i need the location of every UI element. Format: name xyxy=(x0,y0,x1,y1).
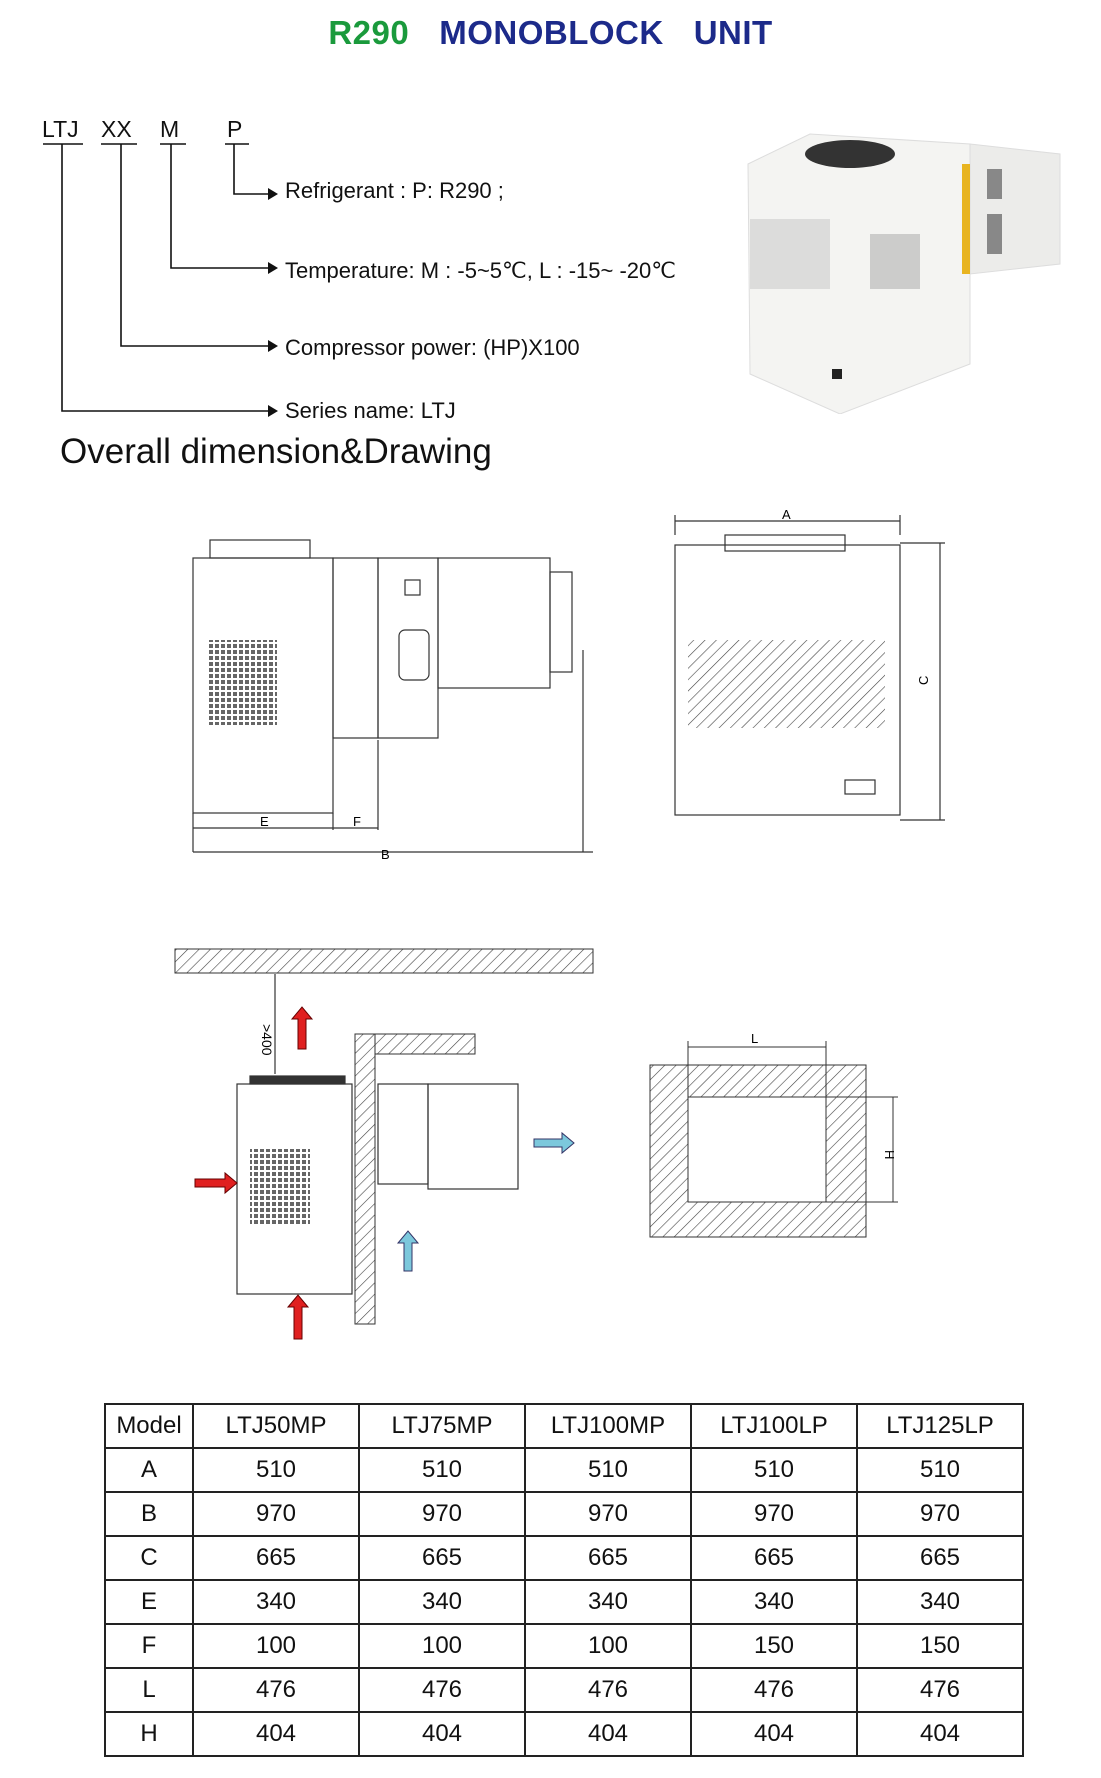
table-cell: 100 xyxy=(358,1623,526,1669)
page-title: R290 MONOBLOCK UNIT xyxy=(0,14,1101,52)
table-cell: 476 xyxy=(192,1667,360,1713)
table-cell: A xyxy=(104,1447,194,1493)
dim-label-c: C xyxy=(916,676,931,685)
table-cell: 404 xyxy=(192,1711,360,1757)
section-title: Overall dimension&Drawing xyxy=(60,432,492,471)
code-part-refrigerant: P xyxy=(227,116,243,142)
table-header-cell: LTJ100MP xyxy=(524,1403,692,1449)
table-cell: 340 xyxy=(690,1579,858,1625)
table-cell: 476 xyxy=(358,1667,526,1713)
table-header-cell: LTJ125LP xyxy=(856,1403,1024,1449)
table-cell: B xyxy=(104,1491,194,1537)
table-cell: 404 xyxy=(856,1711,1024,1757)
dim-label-h: H xyxy=(882,1150,897,1159)
table-cell: 510 xyxy=(856,1447,1024,1493)
title-refrigerant: R290 xyxy=(328,14,410,51)
table-cell: 510 xyxy=(358,1447,526,1493)
table-cell: 476 xyxy=(690,1667,858,1713)
legend-refrigerant: Refrigerant : P: R290 ; xyxy=(285,178,504,203)
product-photo xyxy=(747,133,1061,414)
dim-label-l: L xyxy=(751,1031,758,1046)
table-cell: 665 xyxy=(690,1535,858,1581)
table-cell: H xyxy=(104,1711,194,1757)
installation-drawing: >400 xyxy=(174,948,594,1340)
front-view-drawing: A C xyxy=(674,507,945,821)
legend-compressor: Compressor power: (HP)X100 xyxy=(285,335,580,360)
legend-temperature: Temperature: M : -5~5℃, L : -15~ -20℃ xyxy=(285,258,676,283)
table-cell: 970 xyxy=(358,1491,526,1537)
table-cell: 970 xyxy=(856,1491,1024,1537)
table-cell: 100 xyxy=(192,1623,360,1669)
table-cell: E xyxy=(104,1579,194,1625)
code-part-power: XX xyxy=(101,116,132,142)
table-cell: F xyxy=(104,1623,194,1669)
legend-series: Series name: LTJ xyxy=(285,398,456,423)
table-cell: 970 xyxy=(524,1491,692,1537)
table-cell: 404 xyxy=(690,1711,858,1757)
table-cell: 665 xyxy=(358,1535,526,1581)
table-cell: 404 xyxy=(524,1711,692,1757)
table-cell: 510 xyxy=(524,1447,692,1493)
side-view-drawing: E F B xyxy=(192,539,593,862)
table-cell: 150 xyxy=(856,1623,1024,1669)
clearance-label: >400 xyxy=(259,1024,275,1056)
table-header-cell: LTJ100LP xyxy=(690,1403,858,1449)
table-cell: 476 xyxy=(856,1667,1024,1713)
code-part-series: LTJ xyxy=(42,116,79,142)
table-cell: 340 xyxy=(358,1579,526,1625)
table-cell: 970 xyxy=(192,1491,360,1537)
table-cell: 665 xyxy=(192,1535,360,1581)
table-cell: 510 xyxy=(690,1447,858,1493)
table-cell: 404 xyxy=(358,1711,526,1757)
title-word1: MONOBLOCK xyxy=(439,14,664,51)
table-header-cell: Model xyxy=(104,1403,194,1449)
table-cell: 340 xyxy=(524,1579,692,1625)
table-cell: 665 xyxy=(524,1535,692,1581)
code-legend-connectors xyxy=(43,143,278,417)
table-cell: 150 xyxy=(690,1623,858,1669)
table-cell: 970 xyxy=(690,1491,858,1537)
airflow-arrows xyxy=(194,1006,575,1340)
dim-label-f: F xyxy=(353,814,361,829)
dim-label-b: B xyxy=(381,847,390,862)
table-header-cell: LTJ75MP xyxy=(358,1403,526,1449)
table-cell: 476 xyxy=(524,1667,692,1713)
table-header-cell: LTJ50MP xyxy=(192,1403,360,1449)
table-cell: 510 xyxy=(192,1447,360,1493)
table-cell: 340 xyxy=(192,1579,360,1625)
table-cell: 665 xyxy=(856,1535,1024,1581)
table-cell: C xyxy=(104,1535,194,1581)
wall-opening-drawing: L H xyxy=(649,1031,898,1238)
dim-label-a: A xyxy=(782,507,791,522)
table-cell: 100 xyxy=(524,1623,692,1669)
code-part-temp: M xyxy=(160,116,180,142)
title-word2: UNIT xyxy=(693,14,773,51)
table-cell: 340 xyxy=(856,1579,1024,1625)
table-cell: L xyxy=(104,1667,194,1713)
dim-label-e: E xyxy=(260,814,269,829)
